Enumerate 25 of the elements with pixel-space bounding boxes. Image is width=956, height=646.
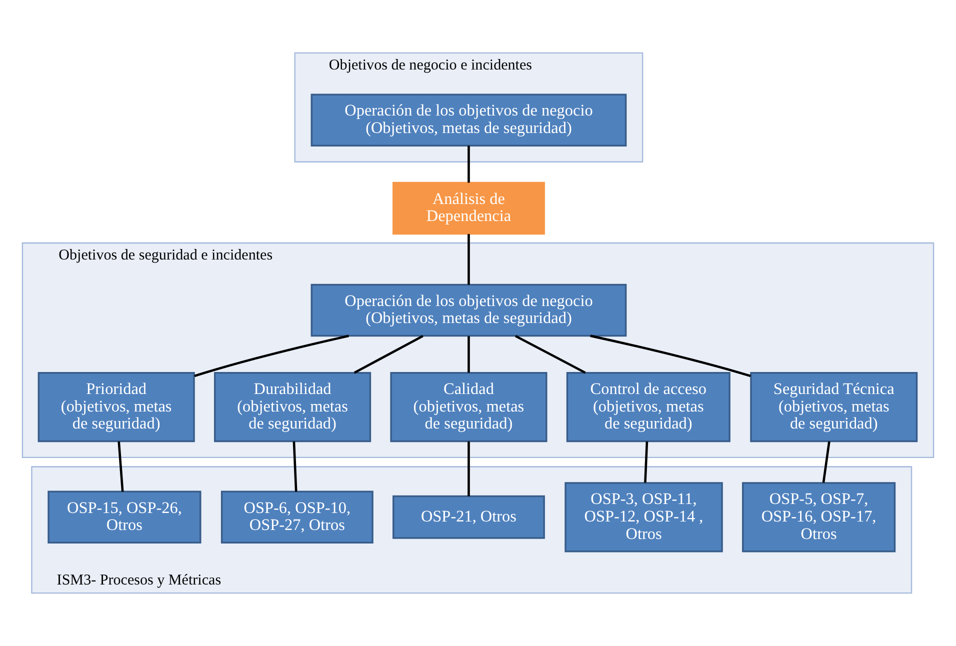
node-box: OSP-5, OSP-7, OSP-16, OSP-17, Otros <box>742 482 896 552</box>
node-box: Operación de los objetivos de negocio (Objetivos, metas de seguridad) <box>310 94 627 147</box>
node-box: Prioridad (objetivos, metas de seguridad) <box>38 372 195 442</box>
node-box: Durabilidad (objetivos, metas de seguridad) <box>214 372 372 442</box>
connector <box>468 336 470 373</box>
connector <box>292 441 298 492</box>
connector <box>468 234 470 285</box>
node-box: Control de acceso (objetivos, metas de seguridad) <box>566 372 730 442</box>
connector <box>644 441 648 483</box>
node-box: Calidad (objetivos, metas de seguridad) <box>390 372 548 442</box>
connector <box>590 334 751 378</box>
connector <box>514 334 586 374</box>
connector <box>822 441 830 483</box>
node-box: OSP-6, OSP-10, OSP-27, Otros <box>220 490 374 544</box>
connector <box>118 441 124 492</box>
node-box: OSP-15, OSP-26, Otros <box>48 490 202 544</box>
node-box: OSP-3, OSP-11, OSP-12, OSP-14 , Otros <box>564 482 723 552</box>
connector <box>468 441 470 496</box>
connector <box>468 146 470 183</box>
node-box: Análisis de Dependencia <box>392 182 545 235</box>
connector <box>354 334 424 374</box>
node-box: Seguridad Técnica (objetivos, metas de seguridad) <box>750 372 918 442</box>
connector <box>194 334 350 378</box>
node-box: OSP-21, Otros <box>392 495 545 539</box>
node-box: Operación de los objetivos de negocio (Objetivos, metas de seguridad) <box>310 284 627 337</box>
